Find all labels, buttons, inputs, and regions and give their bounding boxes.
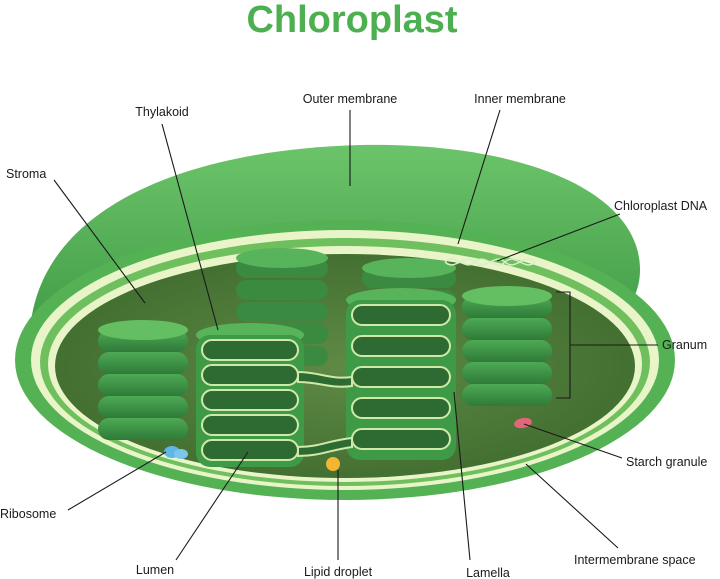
label-thylakoid: Thylakoid [135, 105, 189, 119]
granum-cutaway-right [346, 288, 456, 460]
label-outer-membrane: Outer membrane [303, 92, 398, 106]
diagram-title: Chloroplast [246, 0, 457, 41]
leader-stroma [53, 179, 146, 304]
leader-thylakoid [161, 123, 219, 331]
label-granum: Granum [662, 338, 707, 352]
label-starch-granule: Starch granule [626, 455, 707, 469]
leader-intermembrane-space [525, 463, 619, 549]
chloroplast-body [15, 144, 675, 500]
chloroplast-dna-icon [444, 258, 536, 266]
leader-lines [53, 109, 658, 561]
leader-lamella [453, 391, 471, 561]
label-ribosome: Ribosome [0, 507, 56, 521]
granum-left [98, 320, 188, 440]
ribosome-icon [164, 446, 188, 459]
label-lamella: Lamella [466, 566, 510, 579]
leader-ribosome [67, 451, 167, 511]
lipid-droplet-icon [326, 457, 340, 471]
leader-chloroplast-dna [496, 213, 621, 262]
label-inner-membrane: Inner membrane [474, 92, 566, 106]
back-granum-left [236, 248, 328, 366]
label-stroma: Stroma [6, 167, 46, 181]
label-lumen: Lumen [136, 563, 174, 577]
lamellae [297, 370, 353, 458]
label-lipid-droplet: Lipid droplet [304, 565, 373, 579]
label-chloroplast-dna: Chloroplast DNA [614, 199, 708, 213]
label-intermembrane-space: Intermembrane space [574, 553, 696, 567]
granum-cutaway-left [196, 323, 304, 467]
granum-right [462, 286, 552, 406]
leader-starch-granule [523, 423, 623, 459]
leader-lumen [175, 451, 249, 561]
leader-inner-membrane [457, 109, 501, 245]
